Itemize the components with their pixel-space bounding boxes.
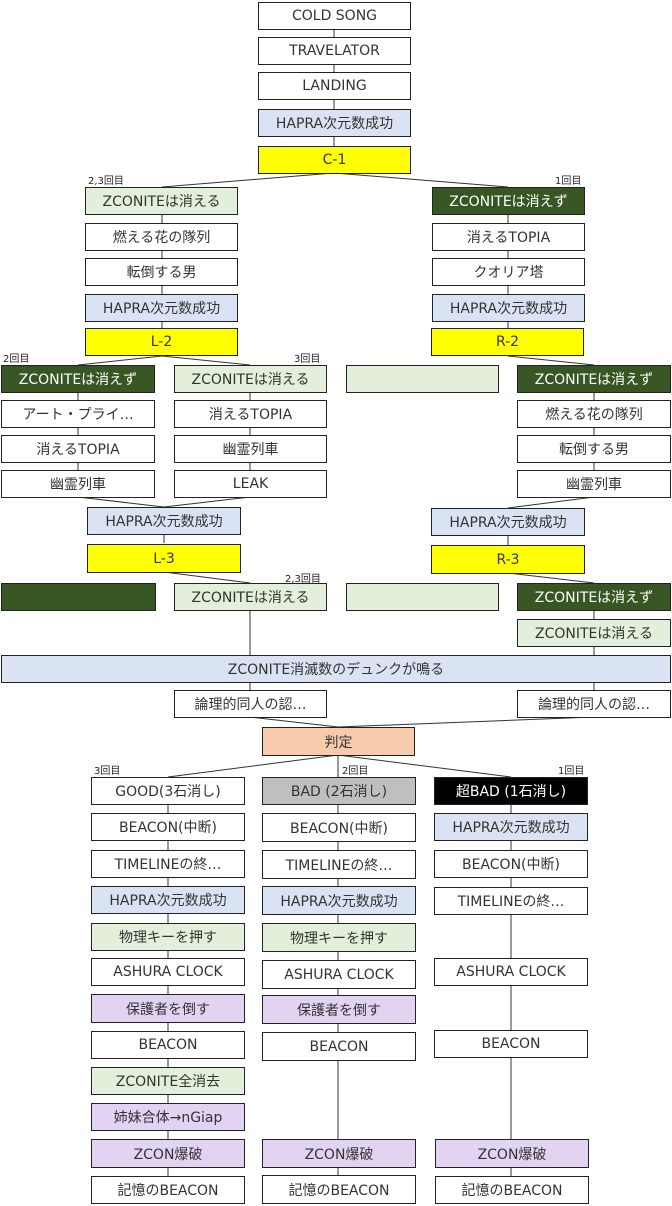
- node-travelator: TRAVELATOR: [258, 37, 411, 65]
- bad-step: BEACON: [262, 1032, 416, 1061]
- node-r3b-zconite-no-vanish: ZCONITEは消えず: [517, 583, 671, 611]
- node-l2b-zconite: ZCONITEは消える: [174, 365, 327, 393]
- bad-step: TIMELINEの終…: [262, 850, 416, 879]
- bad-step: ZCON爆破: [262, 1139, 416, 1168]
- node-hapra-r3: HAPRA次元数成功: [431, 508, 585, 536]
- node-l3b-zconite: ZCONITEは消える: [174, 583, 327, 611]
- node-hapra-trunk: HAPRA次元数成功: [258, 109, 411, 137]
- node-burning-flowers: 燃える花の隊列: [85, 223, 238, 251]
- node-chapter-c1: C-1: [258, 146, 411, 174]
- bad-step: HAPRA次元数成功: [262, 886, 416, 915]
- good-step: 記憶のBEACON: [91, 1176, 245, 1204]
- good-step: ZCONITE全消去: [91, 1067, 245, 1095]
- ending-good-title: GOOD(3石消し): [91, 777, 245, 805]
- node-l2b-vanishing-topia: 消えるTOPIA: [174, 400, 327, 428]
- node-chapter-l2: L-2: [85, 328, 238, 356]
- bad-step: BEACON(中断): [262, 813, 416, 842]
- node-logic-right: 論理的同人の認…: [517, 690, 671, 718]
- node-zconite-no-vanish: ZCONITEは消えず: [432, 187, 585, 215]
- route-label-judge-mid: 2回目: [342, 766, 369, 777]
- good-step: 姉妹合体→nGiap: [91, 1103, 245, 1131]
- node-l2a-vanishing-topia: 消えるTOPIA: [1, 435, 155, 463]
- node-l2a-ghost-train: 幽霊列車: [1, 470, 155, 498]
- super-bad-step: HAPRA次元数成功: [434, 813, 588, 841]
- node-zconite-vanish: ZCONITEは消える: [85, 187, 238, 215]
- good-step: ASHURA CLOCK: [91, 958, 245, 986]
- route-label-judge-left: 3回目: [94, 766, 121, 777]
- node-vanishing-topia: 消えるTOPIA: [432, 223, 585, 251]
- route-label-c1-right: 1回目: [555, 176, 582, 187]
- super-bad-step: BEACON(中断): [434, 850, 588, 878]
- super-bad-step: TIMELINEの終…: [434, 887, 588, 915]
- node-hapra-right: HAPRA次元数成功: [432, 294, 585, 322]
- super-bad-step: ASHURA CLOCK: [434, 958, 588, 986]
- node-landing: LANDING: [258, 72, 411, 100]
- node-cold-song: COLD SONG: [258, 2, 411, 30]
- node-qualia-tower: クオリア塔: [432, 258, 585, 286]
- node-r2b-ghost-train: 幽霊列車: [517, 470, 671, 498]
- bad-step: 記憶のBEACON: [262, 1175, 416, 1204]
- good-step: BEACON: [91, 1031, 245, 1059]
- node-hapra-left: HAPRA次元数成功: [85, 294, 238, 322]
- route-label-l2-left: 2回目: [3, 354, 30, 365]
- good-step: BEACON(中断): [91, 813, 245, 841]
- super-bad-step: 記憶のBEACON: [435, 1176, 589, 1204]
- node-judge: 判定: [262, 727, 415, 756]
- route-label-judge-right: 1回目: [558, 766, 585, 777]
- node-r2b-burning-flowers: 燃える花の隊列: [517, 400, 671, 428]
- node-chapter-l3: L-3: [87, 544, 241, 573]
- node-r2a-empty: [346, 365, 499, 393]
- ending-super-bad-title: 超BAD (1石消し): [434, 777, 588, 805]
- ending-bad-title: BAD (2石消し): [262, 777, 416, 805]
- node-r3a-empty: [346, 583, 499, 611]
- node-l3a-empty: [1, 583, 156, 611]
- route-label-l3-right: 2,3回目: [285, 574, 321, 585]
- node-chapter-r2: R-2: [431, 328, 584, 356]
- node-chapter-r3: R-3: [431, 545, 585, 574]
- bad-step: 物理キーを押す: [262, 923, 416, 952]
- node-l2a-zconite: ZCONITEは消えず: [1, 365, 155, 393]
- node-r3b-zconite-vanish: ZCONITEは消える: [517, 619, 671, 647]
- good-step: TIMELINEの終…: [91, 850, 245, 878]
- node-l2a-art-pride: アート・プライ…: [1, 400, 155, 428]
- route-label-l2-right: 3回目: [294, 354, 321, 365]
- node-r2b-zconite: ZCONITEは消えず: [517, 365, 671, 393]
- node-l2b-ghost-train: 幽霊列車: [174, 435, 327, 463]
- bad-step: 保護者を倒す: [262, 995, 416, 1024]
- super-bad-step: ZCON爆破: [435, 1139, 589, 1168]
- good-step: HAPRA次元数成功: [91, 886, 245, 914]
- node-logic-left: 論理的同人の認…: [174, 690, 327, 718]
- bad-step: ASHURA CLOCK: [262, 960, 416, 989]
- node-r2b-falling-man: 転倒する男: [517, 435, 671, 463]
- node-falling-man: 転倒する男: [85, 258, 238, 286]
- route-label-c1-left: 2,3回目: [88, 176, 124, 187]
- good-step: ZCON爆破: [91, 1139, 245, 1168]
- node-hapra-l3: HAPRA次元数成功: [87, 507, 241, 535]
- super-bad-step: BEACON: [434, 1030, 588, 1058]
- node-dunk: ZCONITE消滅数のデュンクが鳴る: [1, 655, 671, 683]
- good-step: 保護者を倒す: [91, 994, 245, 1023]
- node-l2b-leak: LEAK: [174, 470, 327, 498]
- good-step: 物理キーを押す: [91, 923, 245, 951]
